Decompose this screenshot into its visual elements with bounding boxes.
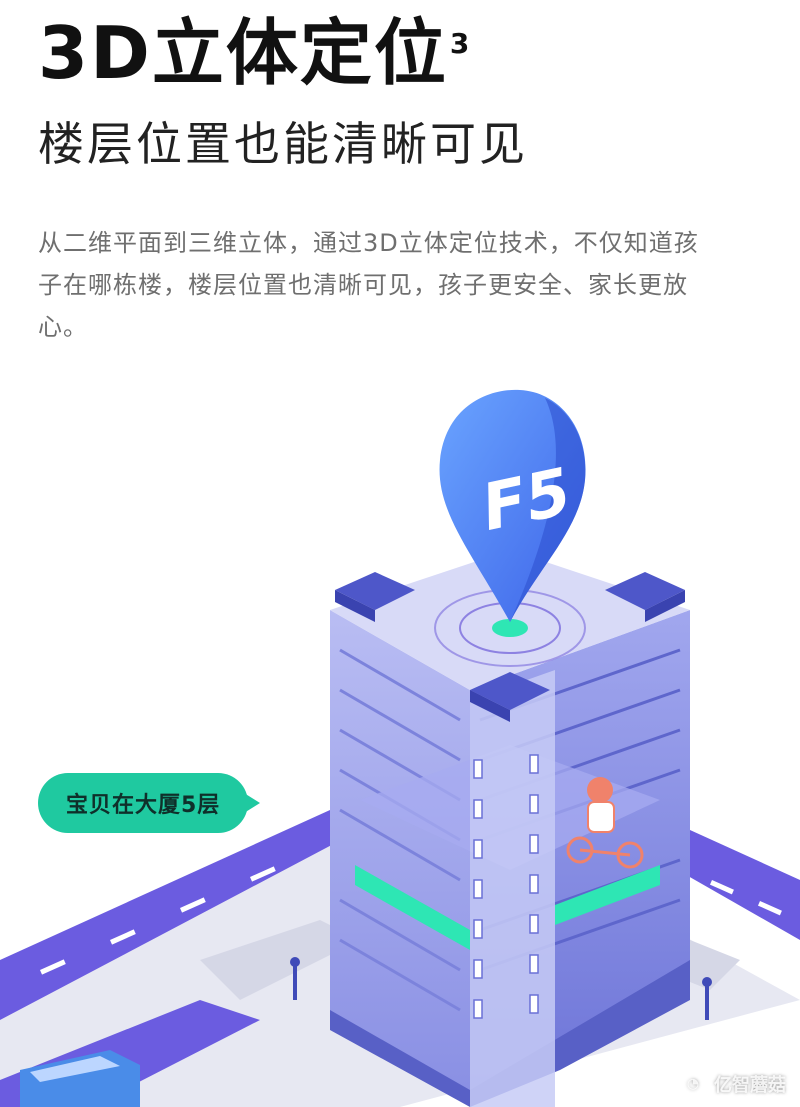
car xyxy=(20,1050,140,1107)
tower-left-face xyxy=(330,610,470,1090)
location-pin-icon xyxy=(439,389,586,622)
rooftop-blocks xyxy=(335,572,685,722)
page-title: 3D立体定位3 xyxy=(38,11,472,95)
floor-5-highlight-left xyxy=(355,865,470,950)
road-right xyxy=(660,830,800,940)
road-dashes xyxy=(39,866,782,975)
lamp-posts xyxy=(290,957,712,1020)
column-windows xyxy=(473,754,539,1019)
plaza-left xyxy=(200,920,360,1000)
building-illustration: F5 xyxy=(0,389,800,1107)
watermark-text: 亿智蘑菇 xyxy=(714,1075,786,1096)
watermark: ◔ 亿智蘑菇 xyxy=(678,1069,786,1099)
watermark-logo-icon: ◔ xyxy=(678,1069,708,1099)
location-dot xyxy=(492,619,528,637)
child-figure xyxy=(566,777,644,869)
pin-floor-label: F5 xyxy=(476,455,578,546)
title-text: 3D立体定位 xyxy=(38,11,448,95)
tower-base xyxy=(330,950,690,1107)
floor-5-highlight-right xyxy=(555,865,660,925)
road-left xyxy=(0,810,360,1020)
title-superscript: 3 xyxy=(449,27,472,60)
location-bubble: 宝贝在大厦5层 xyxy=(38,773,261,833)
feature-description: 从二维平面到三维立体，通过3D立体定位技术，不仅知道孩子在哪栋楼，楼层位置也清晰… xyxy=(38,229,699,341)
page-subtitle: 楼层位置也能清晰可见 xyxy=(38,117,528,171)
